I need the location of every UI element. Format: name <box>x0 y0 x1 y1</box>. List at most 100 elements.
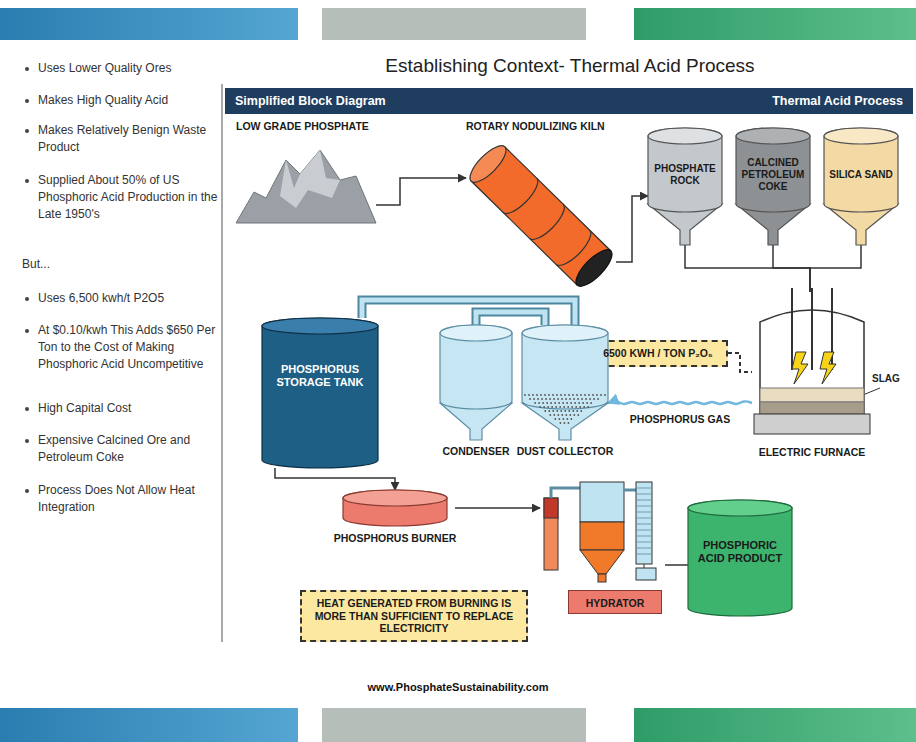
column-packing <box>636 542 652 543</box>
panel-title: Simplified Block Diagram <box>235 94 565 109</box>
dust-dot <box>588 394 590 396</box>
column-packing <box>636 494 652 495</box>
dust-dot <box>538 402 540 404</box>
cylinder-body <box>648 128 722 212</box>
dust-dot <box>555 406 557 408</box>
bullet-text: At $0.10/kwh This Adds $650 Per Ton to t… <box>38 322 218 373</box>
kiln-ring <box>529 204 569 245</box>
callout-box: 6500 KWH / TON P₂O₅ <box>588 340 728 367</box>
cylinder-body <box>824 128 898 212</box>
node-label: PHOSPHORUS STORAGE TANK <box>270 363 370 389</box>
dust-dot <box>540 394 542 396</box>
pipe-outline <box>362 300 575 325</box>
hydrator-vessel-acid <box>580 522 624 550</box>
column-packing <box>636 506 652 507</box>
mountain-highlight <box>280 150 340 208</box>
dust-dot <box>549 398 551 400</box>
electric-furnace: ELECTRIC FURNACE <box>752 292 872 462</box>
cylinder-top <box>440 325 512 341</box>
dust-dot <box>564 394 566 396</box>
top-bar-grey <box>322 8 586 40</box>
rotary-kiln: ROTARY NODULIZING KILN <box>466 118 616 285</box>
dust-dot <box>568 394 570 396</box>
dust-dot <box>529 398 531 400</box>
bullet-text: But... <box>22 256 218 273</box>
connector <box>773 245 810 292</box>
dust-dot <box>581 398 583 400</box>
slag-layer <box>760 388 864 402</box>
dust-dot <box>592 394 594 396</box>
bullet-text: Makes High Quality Acid <box>38 92 218 109</box>
column-packing <box>636 512 652 513</box>
dust-dot <box>548 394 550 396</box>
dust-dot <box>534 402 536 404</box>
bullet-dot <box>25 67 29 71</box>
dust-dot <box>580 394 582 396</box>
cylinder-top <box>688 500 792 516</box>
dust-dot <box>543 406 545 408</box>
dust-dot <box>566 418 568 420</box>
feed-hopper-shape <box>824 128 898 245</box>
electrode <box>811 288 813 370</box>
connector-line <box>665 564 688 566</box>
connector-line <box>608 401 752 404</box>
dust-dot <box>554 418 556 420</box>
pipe-fill <box>362 300 575 325</box>
dust-dot <box>524 394 526 396</box>
dust-dot <box>580 410 582 412</box>
dust-dot <box>561 414 563 416</box>
connector <box>665 565 688 566</box>
cylinder-body <box>522 325 608 409</box>
hydrator-vessel-top <box>580 482 624 522</box>
dust-dot <box>571 406 573 408</box>
cylinder-top <box>343 490 447 506</box>
feed-hopper: PHOSPHATE ROCK <box>648 128 722 245</box>
slag-label: SLAG <box>872 373 912 385</box>
cylinder-top <box>824 128 898 144</box>
divider-line <box>222 84 223 642</box>
panel-subtitle: Thermal Acid Process <box>573 94 903 109</box>
dust-dot <box>558 418 560 420</box>
column-packing <box>636 548 652 549</box>
dust-dot <box>570 418 572 420</box>
connector <box>685 245 810 292</box>
hydrator-pipe <box>644 564 645 568</box>
connector <box>455 508 540 509</box>
dust-dot <box>569 414 571 416</box>
dust-dot <box>562 402 564 404</box>
node-label: HYDRATOR <box>568 590 662 614</box>
bullet-dot <box>25 489 29 493</box>
bullet-dot <box>25 129 29 133</box>
phosphorus-burner: PHOSPHORUS BURNER <box>335 490 455 548</box>
dust-dot <box>572 394 574 396</box>
column-packing <box>636 488 652 489</box>
dust-dot <box>579 406 581 408</box>
callout-text: HEAT GENERATED FROM BURNING IS MORE THAN… <box>308 597 520 635</box>
cylinder-top <box>262 318 378 334</box>
bottom-bar-green <box>634 708 916 742</box>
connector <box>476 312 545 325</box>
bullet-text: Uses Lower Quality Ores <box>38 60 218 77</box>
top-bar-blue <box>0 8 298 40</box>
storage-tank: PHOSPHORUS STORAGE TANK <box>262 318 378 468</box>
dust-dot <box>572 410 574 412</box>
dust-dot <box>604 394 606 396</box>
column-packing <box>636 500 652 501</box>
bottom-bar-blue <box>0 708 298 742</box>
cylinder-body <box>262 318 378 468</box>
connector <box>728 353 752 372</box>
bottom-bar-grey <box>322 708 586 742</box>
node-label: PHOSPHORIC ACID PRODUCT <box>694 539 786 565</box>
dust-dot <box>550 402 552 404</box>
dust-dot <box>568 410 570 412</box>
phosphate-melt <box>760 402 864 414</box>
dust-dot <box>552 410 554 412</box>
column-packing <box>636 536 652 537</box>
scrubber-column <box>636 482 652 564</box>
bullet-text: Process Does Not Allow Heat Integration <box>38 482 218 516</box>
dust-dot <box>560 394 562 396</box>
dust-dot <box>532 394 534 396</box>
absorber-tube <box>544 498 558 570</box>
bullet-dot <box>25 99 29 103</box>
dust-dot <box>528 394 530 396</box>
